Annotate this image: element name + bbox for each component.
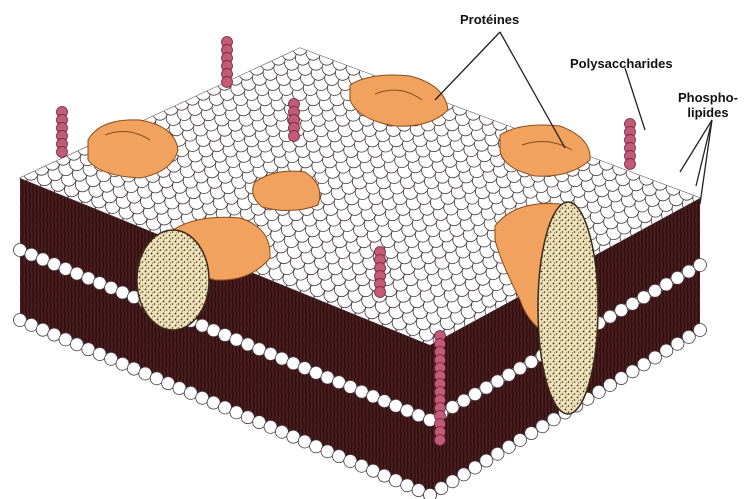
phospholipid-head <box>446 475 459 488</box>
phospholipid-head <box>604 379 617 392</box>
phospholipid-head <box>153 106 167 120</box>
phospholipid-head <box>424 489 437 499</box>
phospholipid-head <box>615 304 628 317</box>
polysaccharide-chain <box>435 331 446 446</box>
label-phospholipids-line2: lipides <box>678 105 738 120</box>
sugar-unit <box>57 147 68 158</box>
polysaccharide-chain <box>222 37 233 88</box>
sugar-unit <box>625 159 636 170</box>
phospholipid-head <box>457 394 470 407</box>
phospholipid-head <box>592 385 605 398</box>
phospholipid-head <box>653 176 667 190</box>
phospholipid-head <box>502 368 515 381</box>
phospholipid-head <box>649 351 662 364</box>
phospholipid-head <box>660 278 673 291</box>
pointer-proteins-1 <box>435 32 500 100</box>
sugar-unit <box>375 287 386 298</box>
phospholipid-head <box>671 271 684 284</box>
phospholipid-head <box>682 330 695 343</box>
phospholipid-head <box>671 337 684 350</box>
phospholipid-head <box>615 372 628 385</box>
phospholipid-head <box>604 310 617 323</box>
phospholipid-head <box>626 365 639 378</box>
phospholipid-head <box>493 116 507 130</box>
phospholipid-head <box>514 362 527 375</box>
sugar-unit <box>222 77 233 88</box>
polysaccharide-chain <box>625 119 636 170</box>
phospholipid-head <box>682 265 695 278</box>
phospholipid-head <box>261 56 275 70</box>
phospholipid-head <box>502 440 515 453</box>
label-polysaccharides: Polysaccharides <box>570 56 673 71</box>
sugar-unit <box>435 435 446 446</box>
phospholipid-head <box>293 41 307 55</box>
polysaccharide-chain <box>289 99 300 142</box>
phospholipid-head <box>694 259 707 272</box>
phospholipid-head <box>435 482 448 495</box>
phospholipid-head <box>649 284 662 297</box>
phospholipid-head <box>333 56 347 70</box>
phospholipid-head <box>637 358 650 371</box>
phospholipid-head <box>514 434 527 447</box>
phospholipid-head <box>469 388 482 401</box>
phospholipid-head <box>536 420 549 433</box>
phospholipid-head <box>469 461 482 474</box>
phospholipid-head <box>491 447 504 460</box>
phospholipid-head <box>525 355 538 368</box>
phospholipid-head <box>446 401 459 414</box>
label-phospholipids: Phospho- lipides <box>678 90 738 120</box>
phospholipid-head <box>666 181 680 195</box>
phospholipid-head <box>660 344 673 357</box>
phospholipid-head <box>626 297 639 310</box>
phospholipid-head <box>547 413 560 426</box>
phospholipid-head <box>457 468 470 481</box>
protein-blob-1 <box>88 120 178 178</box>
phospholipid-head <box>346 61 360 75</box>
pointer-phospholipids-1 <box>680 120 712 172</box>
protein-blob-2 <box>253 171 320 210</box>
polysaccharide-chain <box>57 107 68 158</box>
label-proteins: Protéines <box>460 12 519 27</box>
protein-blob-4 <box>500 125 590 176</box>
sugar-unit <box>289 131 300 142</box>
phospholipid-head <box>480 381 493 394</box>
phospholipid-head <box>306 46 320 60</box>
polysaccharide-chain <box>375 247 386 298</box>
phospholipid-head <box>453 101 467 115</box>
phospholipid-head <box>480 454 493 467</box>
phospholipid-head <box>491 375 504 388</box>
phospholipid-head <box>637 291 650 304</box>
phospholipid-head <box>525 427 538 440</box>
label-phospholipids-line1: Phospho- <box>678 90 738 105</box>
phospholipid-head <box>694 324 707 337</box>
phospholipid-head <box>466 106 480 120</box>
